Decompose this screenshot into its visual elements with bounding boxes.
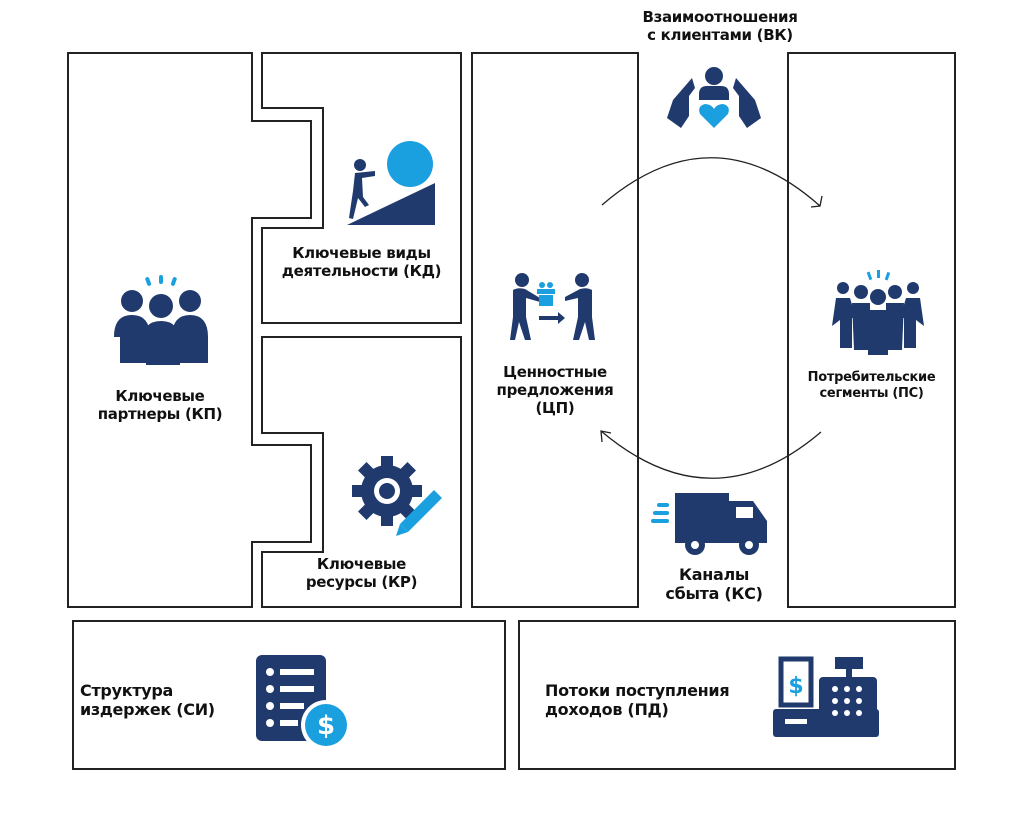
kd-title-line2: деятельности (КД): [281, 262, 442, 280]
svg-text:$: $: [317, 711, 335, 741]
kp-title-line1: Ключевые: [115, 387, 205, 405]
arrow-head: [600, 430, 612, 443]
kr-title-line2: ресурсы (КР): [305, 573, 418, 591]
cp-title-line1: Ценностные: [503, 363, 607, 381]
hands-person-heart-icon: [667, 67, 761, 128]
delivery-truck-icon: [651, 493, 767, 555]
arrow-head: [810, 195, 823, 208]
kd-block-border: [261, 52, 462, 324]
svg-text:$: $: [788, 674, 803, 699]
cash-register-icon: $: [773, 656, 879, 737]
pd-block-border: [518, 620, 956, 770]
arrow-ps-to-cp: [600, 430, 822, 479]
si-title-line2: издержек (СИ): [80, 700, 215, 720]
gear-pencil-icon: [352, 456, 442, 536]
ps-block-border: [787, 52, 956, 608]
arrow-cp-to-ps: [601, 157, 821, 207]
ps-title-line1: Потребительские: [807, 370, 936, 385]
kr-title-line1: Ключевые: [316, 555, 407, 573]
si-block-border: [72, 620, 506, 770]
cp-block-border: [471, 52, 639, 608]
ks-title-line1: Каналы: [678, 565, 750, 584]
vk-title-line2: с клиентами (ВК): [647, 26, 793, 44]
kd-title-line1: Ключевые виды: [292, 244, 431, 262]
pd-title-line1: Потоки поступления: [545, 681, 730, 700]
cost-list-dollar-icon: $: [256, 655, 351, 750]
crowd-icon: [832, 270, 924, 355]
gift-handover-icon: [510, 273, 595, 340]
cp-title-line3: (ЦП): [535, 399, 575, 417]
vk-title-line1: Взаимоотношения: [642, 8, 798, 26]
si-title-line1: Структура: [80, 681, 174, 700]
ks-title-line2: сбыта (КС): [665, 584, 763, 604]
cp-title-line2: предложения: [496, 381, 614, 399]
pd-title-line2: доходов (ПД): [545, 700, 669, 720]
ps-title-line2: сегменты (ПС): [819, 385, 924, 401]
kr-block-border: [261, 336, 462, 608]
business-team-icon: [114, 275, 208, 365]
kp-title-line2: партнеры (КП): [97, 405, 223, 423]
kp-block-border: [67, 52, 312, 608]
pushing-boulder-icon: [347, 141, 435, 225]
